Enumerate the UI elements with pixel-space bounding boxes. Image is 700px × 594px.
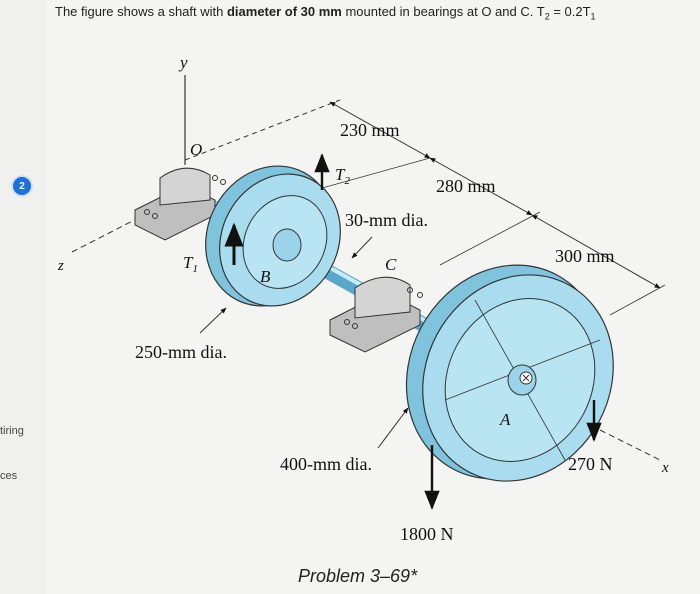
force-270-label: 270 N [568, 454, 613, 474]
question-bold: diameter of 30 mm [226, 4, 342, 19]
question-suffix: mounted in bearings at O and C. T [341, 4, 545, 19]
sidebar-text-tiring[interactable]: tiring [0, 425, 24, 437]
leader-30 [351, 236, 373, 259]
label-t1: T1 [183, 253, 198, 275]
pulley-a [405, 264, 614, 482]
label-y: y [178, 53, 188, 72]
pulley-b-dia-label: 250-mm dia. [135, 342, 227, 362]
ext-line-a [609, 284, 666, 316]
label-t2: T2 [335, 165, 350, 187]
ext-line-c [439, 211, 541, 266]
bearing-c [329, 276, 423, 353]
dim-230-label: 230 mm [340, 120, 400, 140]
dim-300-label: 300 mm [555, 246, 615, 266]
caption: Problem 3–69* [298, 566, 418, 586]
ext-line-b [314, 157, 431, 191]
label-z: z [57, 258, 64, 274]
dim-line-300 [531, 214, 661, 289]
dim-280-label: 280 mm [436, 176, 496, 196]
label-o: O [190, 140, 202, 159]
sidebar-text-ces[interactable]: ces [0, 470, 18, 482]
x-axis-line [599, 429, 661, 461]
force-1800-label: 1800 N [400, 524, 454, 544]
bearing-o [134, 167, 226, 241]
dim-line-280 [429, 157, 533, 216]
leader-250 [199, 307, 227, 334]
question-sub2: 1 [590, 11, 596, 22]
dim-line-230 [329, 101, 431, 159]
centerline-top [184, 99, 341, 161]
label-x: x [661, 460, 669, 476]
question-prefix: The figure shows a shaft with [55, 4, 227, 19]
leader-400 [377, 407, 409, 449]
sidebar-strip [0, 0, 46, 594]
shaft-dia-label: 30-mm dia. [345, 210, 428, 230]
label-a: A [499, 410, 511, 429]
pulley-b [205, 165, 341, 307]
step-badge[interactable]: 2 [13, 177, 31, 195]
pulley-a-dia-label: 400-mm dia. [280, 454, 372, 474]
question-text: The figure shows a shaft with diameter o… [55, 4, 596, 22]
question-sub1: 2 [544, 11, 550, 22]
label-b: B [260, 267, 271, 286]
label-c: C [385, 255, 397, 274]
question-eq: = 0.2T [549, 4, 591, 19]
